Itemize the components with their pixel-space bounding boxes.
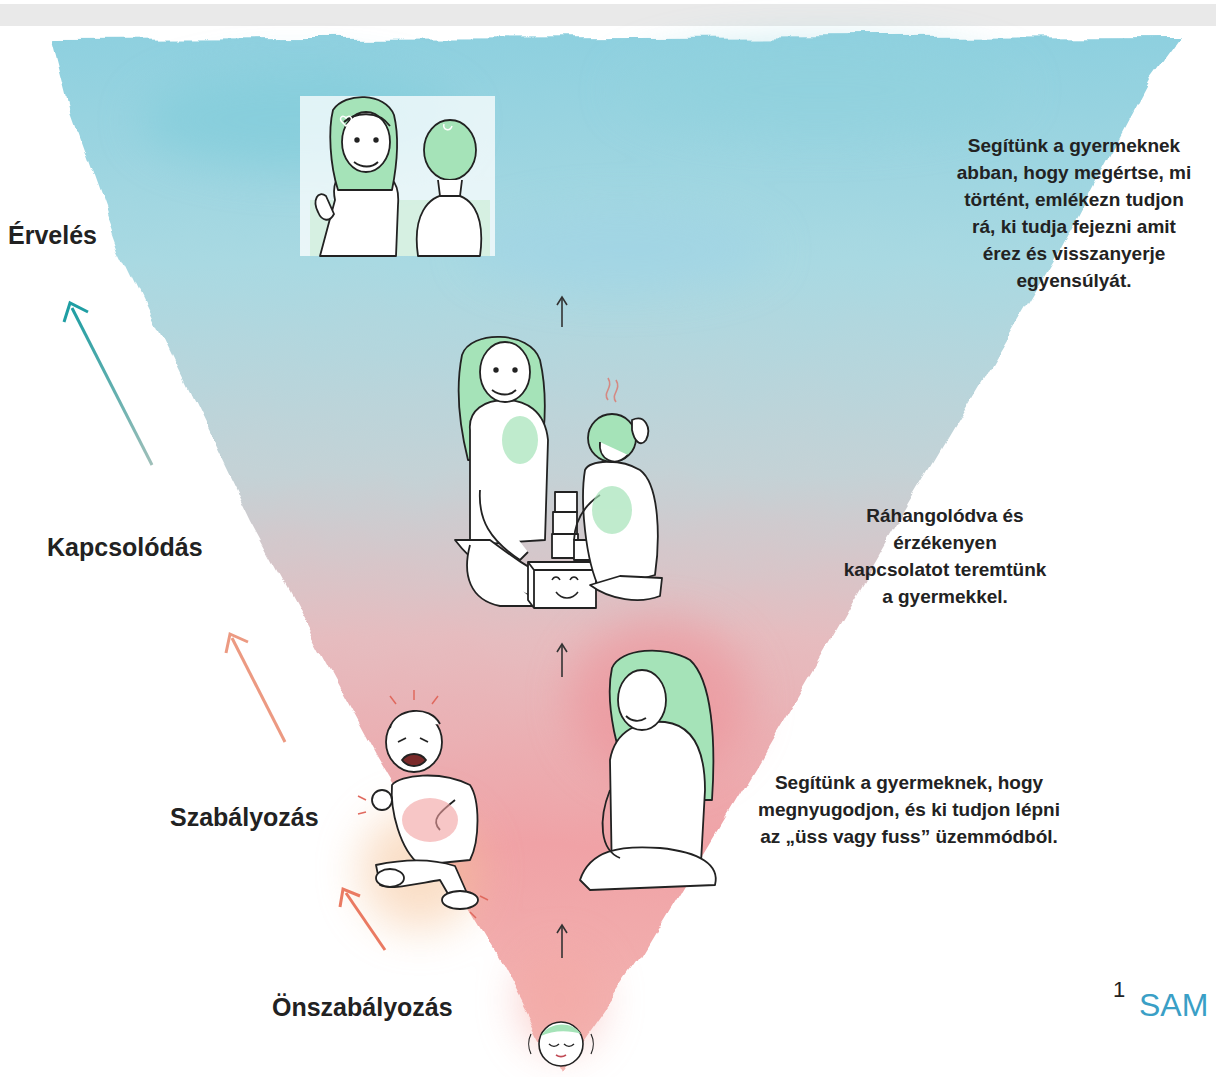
step-arrows: [557, 297, 567, 958]
arrow-head: [226, 634, 248, 653]
description-text: Ráhangolódva és érzékenyen kapcsolatot t…: [838, 503, 1052, 611]
stage-label: Érvelés: [8, 220, 97, 250]
stage-label: Önszabályozás: [272, 992, 453, 1022]
progress-arrow: [232, 638, 285, 742]
footnote-number: 1: [1113, 978, 1125, 1002]
stage-label: Szabályozás: [170, 802, 319, 832]
stage-label: Kapcsolódás: [47, 532, 203, 562]
top-strip: [0, 4, 1216, 26]
watercolor-blotches: [140, 45, 1020, 1050]
reasoning-scene: [300, 96, 495, 256]
source-label: SAM: [1139, 988, 1208, 1023]
arrow-head: [64, 303, 88, 322]
calm-face: [529, 1022, 594, 1066]
connection-scene: [455, 337, 662, 608]
description-text: Segítünk a gyermeknek abban, hogy megért…: [952, 133, 1196, 295]
arrow-head: [340, 889, 360, 907]
progress-arrow: [346, 893, 385, 950]
regulation-scene: [358, 651, 716, 918]
progress-arrow: [72, 308, 152, 465]
description-text: Segítünk a gyermeknek, hogy megnyugodjon…: [750, 770, 1068, 851]
